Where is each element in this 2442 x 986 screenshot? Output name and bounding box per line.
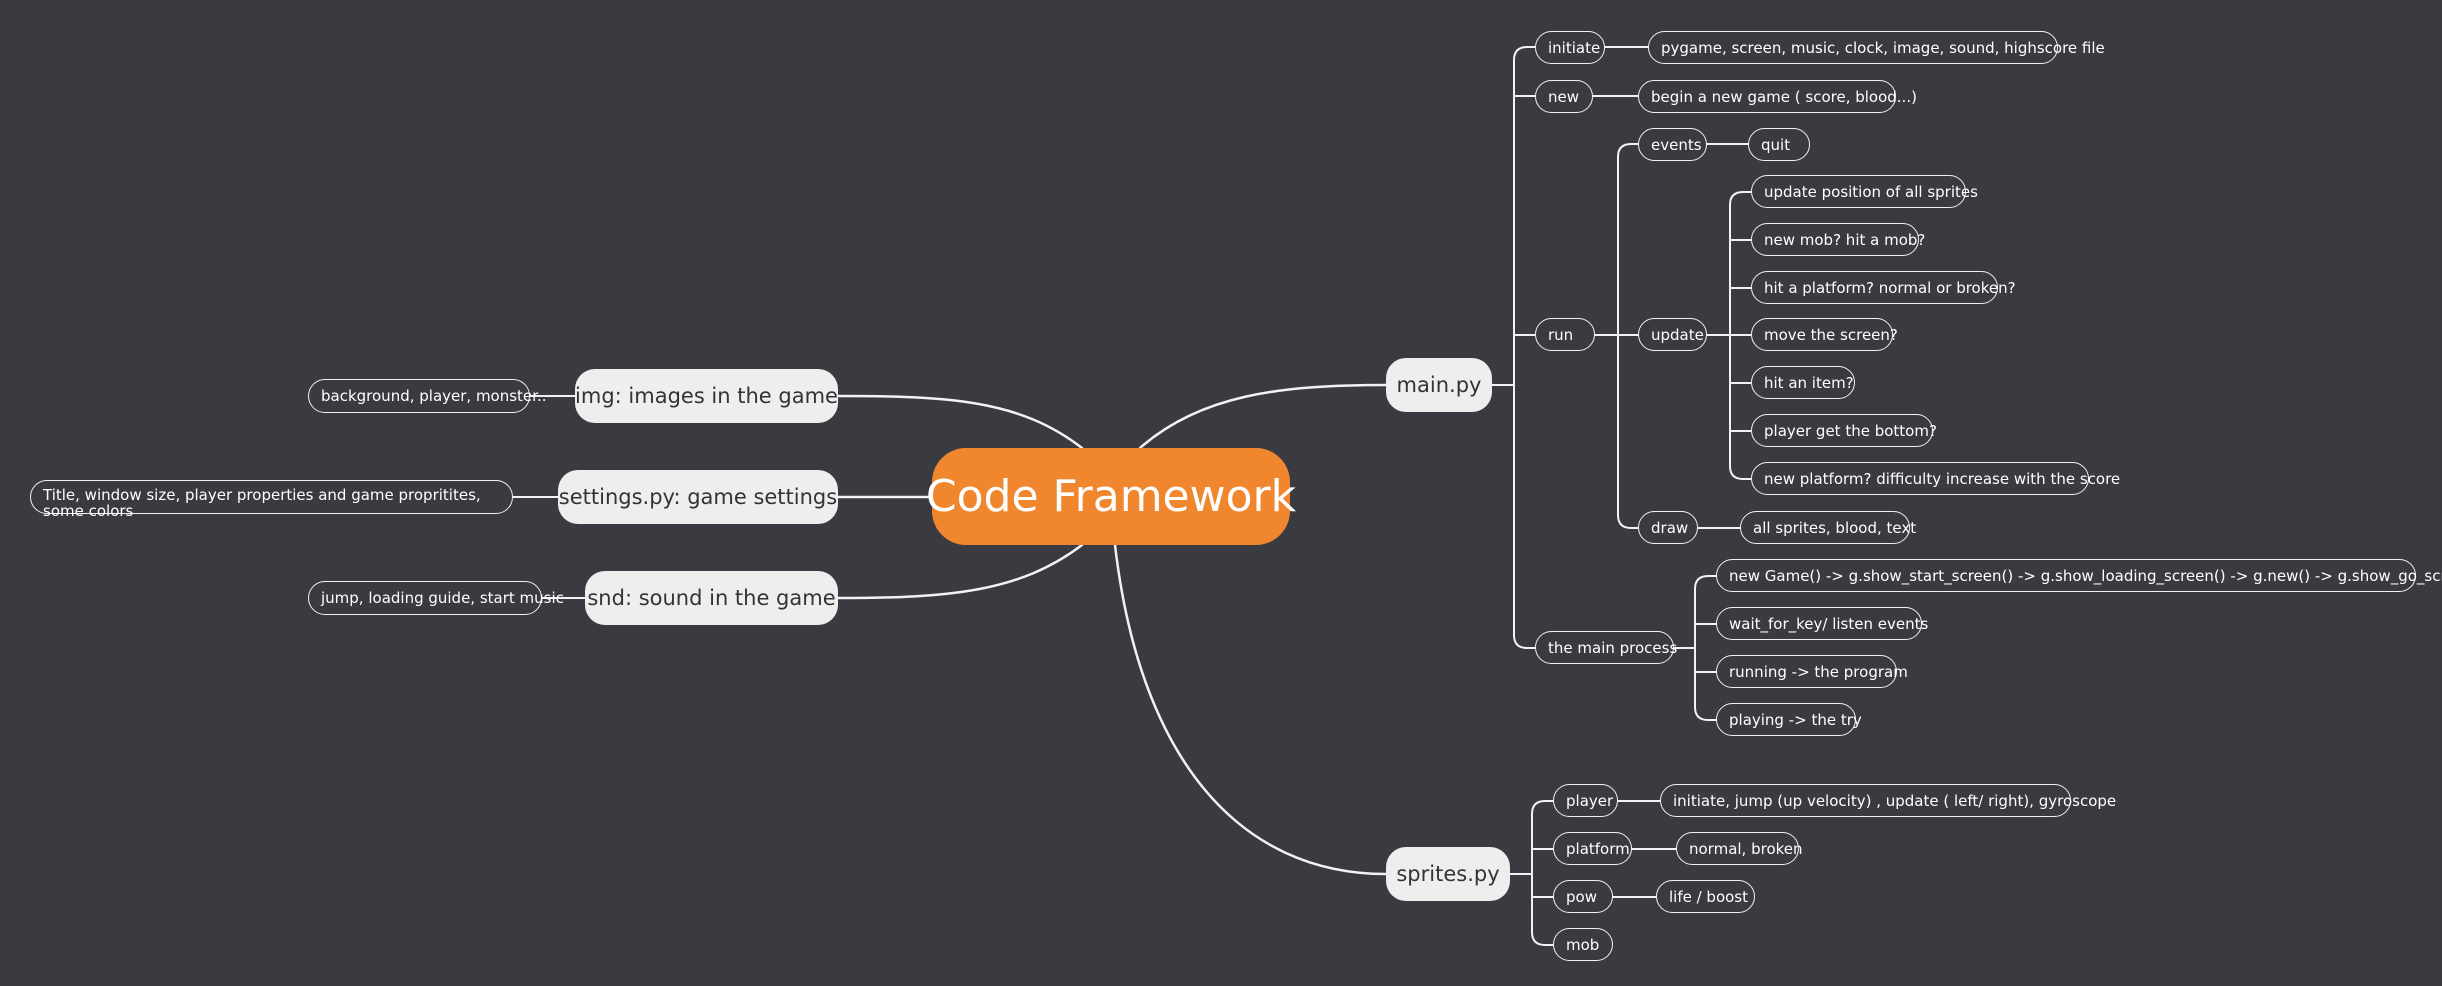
topic-sprites-py[interactable]: sprites.py xyxy=(1386,847,1510,901)
line-central-img xyxy=(836,394,1084,450)
topic-snd[interactable]: snd: sound in the game xyxy=(585,571,838,625)
topic-img[interactable]: img: images in the game xyxy=(575,369,838,423)
main-process-item[interactable]: wait_for_key/ listen events xyxy=(1716,607,1928,640)
update-item[interactable]: player get the bottom? xyxy=(1751,414,1937,447)
central-topic[interactable]: Code Framework xyxy=(926,448,1296,545)
main-process-item[interactable]: running -> the program xyxy=(1716,655,1908,688)
line-update-bracket xyxy=(1729,191,1752,480)
subtopic-run[interactable]: run xyxy=(1535,318,1595,351)
line-mainprocess-bracket xyxy=(1694,575,1717,721)
main-process-item[interactable]: playing -> the try xyxy=(1716,703,1862,736)
main-process-item[interactable]: new Game() -> g.show_start_screen() -> g… xyxy=(1716,559,2442,592)
update-item[interactable]: hit an item? xyxy=(1751,366,1855,399)
subtopic-platform-child[interactable]: normal, broken xyxy=(1676,832,1803,865)
update-item[interactable]: hit a platform? normal or broken? xyxy=(1751,271,2016,304)
subtopic-new[interactable]: new xyxy=(1535,80,1593,113)
subtopic-pow[interactable]: pow xyxy=(1553,880,1613,913)
subtopic-settings-child[interactable]: Title, window size, player properties an… xyxy=(30,480,513,519)
subtopic-events-quit[interactable]: quit xyxy=(1748,128,1810,161)
subtopic-new-child[interactable]: begin a new game ( score, blood...) xyxy=(1638,80,1917,113)
subtopic-platform[interactable]: platform xyxy=(1553,832,1632,865)
topic-main-py[interactable]: main.py xyxy=(1386,358,1492,412)
update-item[interactable]: new mob? hit a mob? xyxy=(1751,223,1925,256)
line-central-mainpy xyxy=(1138,383,1388,450)
subtopic-draw[interactable]: draw xyxy=(1638,511,1698,544)
subtopic-draw-child[interactable]: all sprites, blood, text xyxy=(1740,511,1916,544)
subtopic-pow-child[interactable]: life / boost xyxy=(1656,880,1755,913)
line-mainpy-bracket xyxy=(1513,46,1536,649)
update-item[interactable]: new platform? difficulty increase with t… xyxy=(1751,462,2120,495)
subtopic-player-child[interactable]: initiate, jump (up velocity) , update ( … xyxy=(1660,784,2116,817)
topic-settings[interactable]: settings.py: game settings xyxy=(558,470,838,524)
line-run-bracket xyxy=(1617,143,1639,529)
subtopic-img-child[interactable]: background, player, monster.. xyxy=(308,379,547,413)
subtopic-player[interactable]: player xyxy=(1553,784,1618,817)
line-central-spritespy xyxy=(1113,543,1388,876)
subtopic-initiate-child[interactable]: pygame, screen, music, clock, image, sou… xyxy=(1648,31,2105,64)
line-central-snd xyxy=(836,543,1084,600)
subtopic-initiate[interactable]: initiate xyxy=(1535,31,1605,64)
update-item[interactable]: move the screen? xyxy=(1751,318,1898,351)
subtopic-update[interactable]: update xyxy=(1638,318,1707,351)
subtopic-mob[interactable]: mob xyxy=(1553,928,1613,961)
subtopic-events[interactable]: events xyxy=(1638,128,1707,161)
line-spritespy-bracket xyxy=(1531,800,1554,946)
subtopic-main-process[interactable]: the main process xyxy=(1535,631,1677,664)
subtopic-snd-child[interactable]: jump, loading guide, start music xyxy=(308,581,564,615)
update-item[interactable]: update position of all sprites xyxy=(1751,175,1978,208)
